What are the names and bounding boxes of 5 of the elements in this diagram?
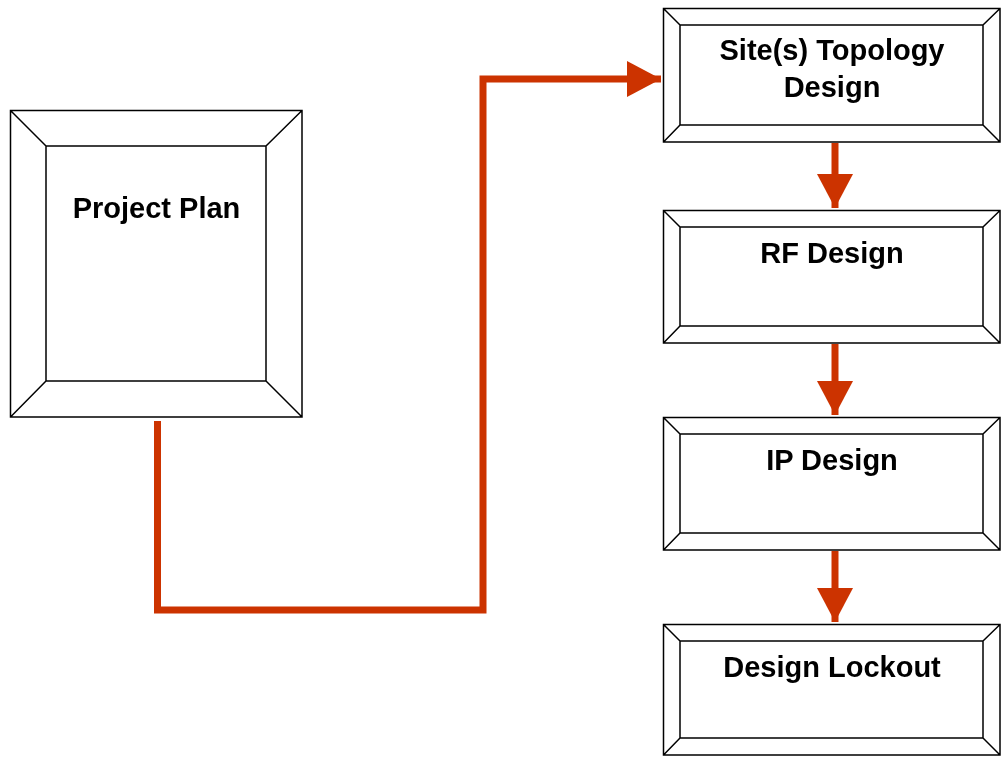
box-title: Design Lockout <box>722 650 942 685</box>
box-title: IP Design <box>765 443 899 478</box>
box-title: Site(s) Topology Design <box>718 33 946 105</box>
box-title: Project Plan <box>71 191 242 226</box>
box-title: RF Design <box>759 236 905 271</box>
